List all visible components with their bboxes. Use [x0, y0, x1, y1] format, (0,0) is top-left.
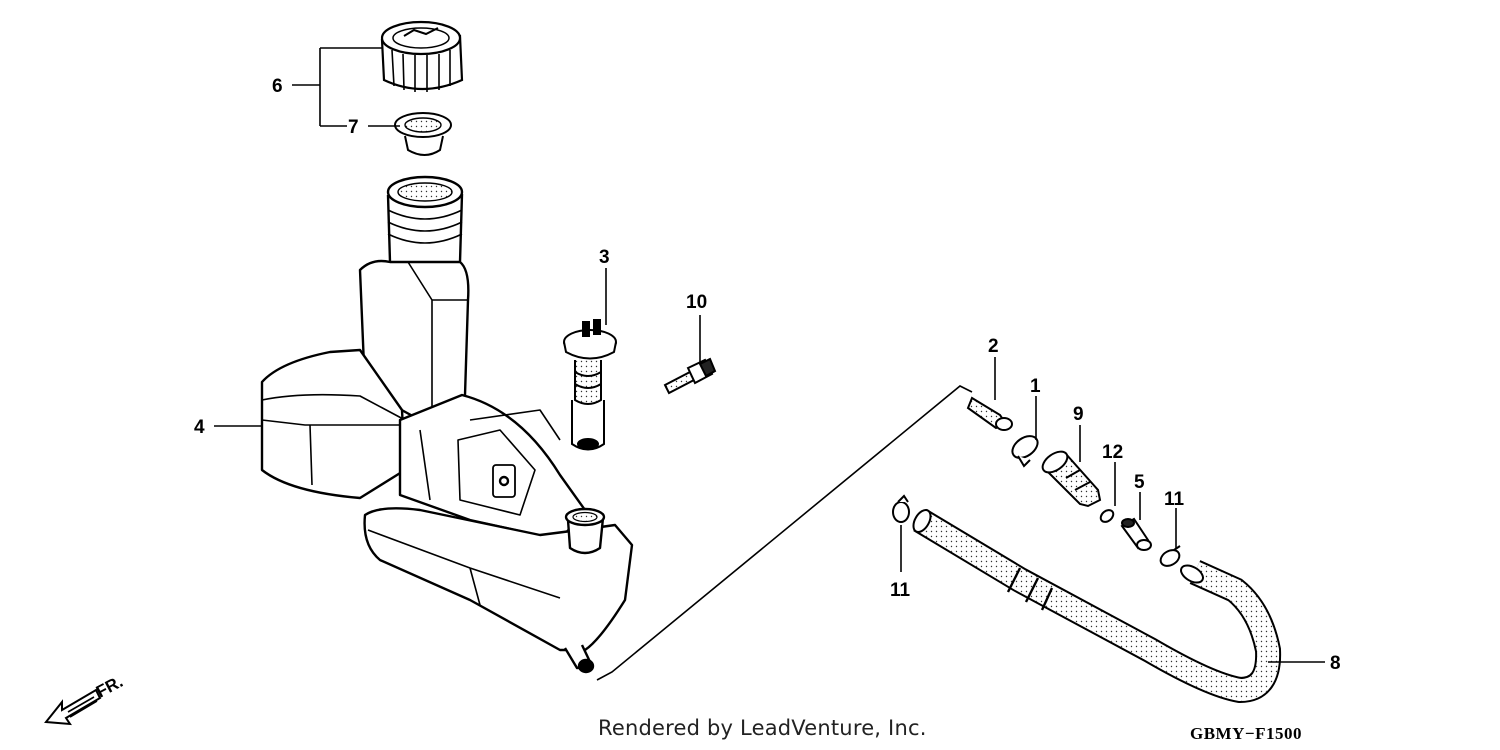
hose-clip-right[interactable]	[1158, 545, 1182, 569]
callout-3: 3	[599, 247, 610, 268]
fuel-hose[interactable]	[910, 507, 1282, 704]
leader-lines	[214, 47, 1325, 663]
diagram-code: GBMY−F1500	[1190, 724, 1302, 743]
callout-10: 10	[686, 292, 707, 313]
callout-9: 9	[1073, 404, 1084, 425]
fuel-strainer[interactable]	[1039, 447, 1102, 508]
fuel-gauge[interactable]	[563, 319, 617, 451]
fuel-cap[interactable]	[380, 20, 464, 92]
fuel-tank[interactable]	[260, 175, 634, 674]
callout-6: 6	[272, 76, 283, 97]
footer-credit: Rendered by LeadVenture, Inc.	[598, 716, 927, 740]
front-direction-arrow: FR.	[44, 672, 126, 726]
hose-clip-left[interactable]	[892, 494, 910, 523]
cap-gasket[interactable]	[394, 112, 452, 156]
callout-2: 2	[988, 336, 999, 357]
callout-8: 8	[1330, 653, 1341, 674]
callout-5: 5	[1134, 472, 1145, 493]
fuel-joint[interactable]	[966, 396, 1013, 431]
callout-12: 12	[1102, 442, 1123, 463]
o-ring[interactable]	[1098, 508, 1115, 525]
fuel-path-line	[596, 385, 973, 681]
callout-4: 4	[194, 417, 205, 438]
callout-11-left: 11	[890, 580, 911, 601]
front-arrow-icon	[44, 688, 102, 726]
fuel-fitting[interactable]	[1120, 517, 1152, 551]
callout-11-right: 11	[1164, 489, 1185, 510]
callout-1: 1	[1030, 376, 1041, 397]
bolt[interactable]	[663, 357, 717, 395]
callout-7: 7	[348, 117, 359, 138]
